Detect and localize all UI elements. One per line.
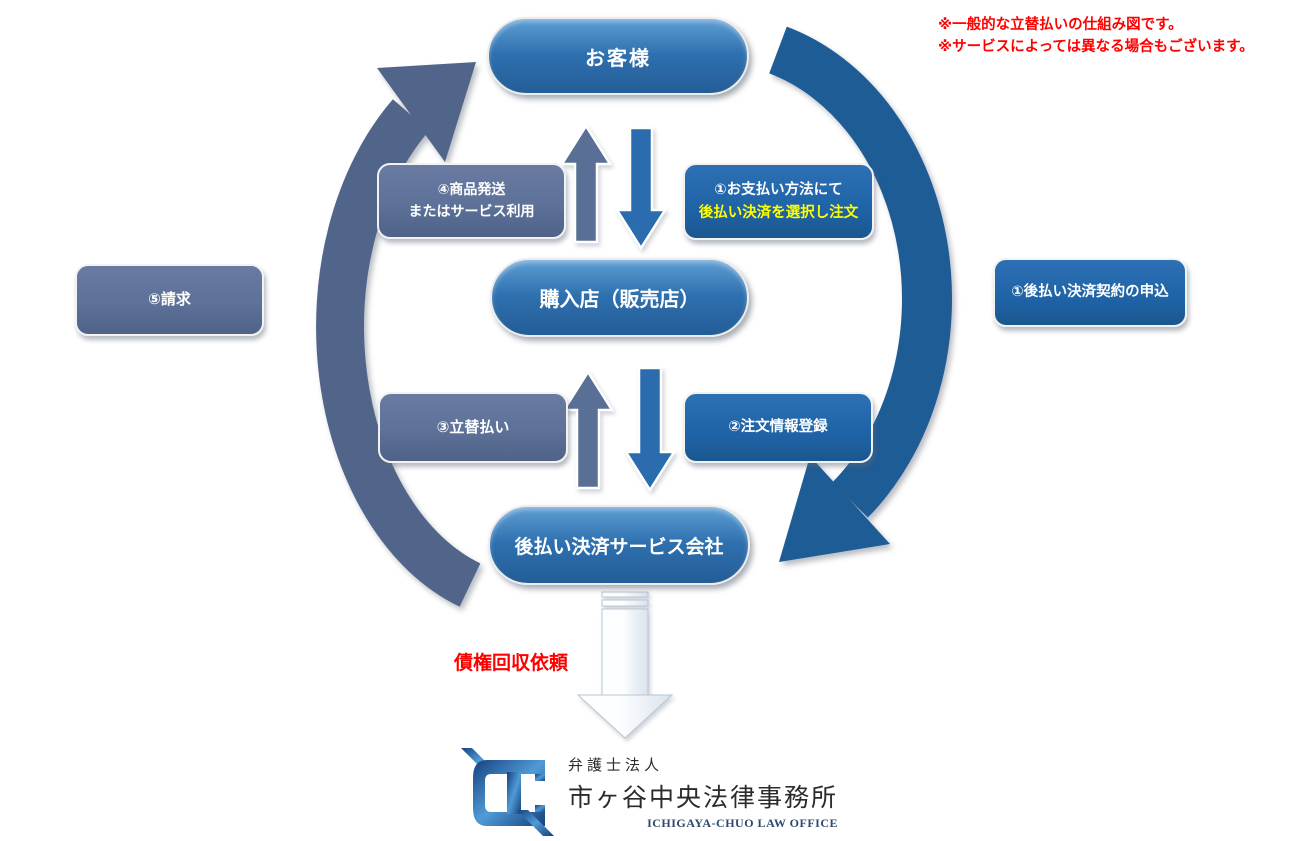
step-1-order-line-1: ①お支払い方法にて: [714, 182, 843, 199]
disclaimer-line-2: ※サービスによっては異なる場合もございます。: [938, 39, 1254, 55]
disclaimer-line-1: ※一般的な立替払いの仕組み図です。: [938, 17, 1183, 33]
down-arrow-icon: [614, 126, 668, 251]
law-office-logo: 弁護士法人 市ヶ谷中央法律事務所 ICHIGAYA-CHUO LAW OFFIC…: [455, 748, 838, 836]
up-arrow-icon: [561, 369, 615, 490]
logo-office-name-en: ICHIGAYA-CHUO LAW OFFICE: [647, 816, 839, 830]
step-2-register-box: ②注文情報登録: [683, 392, 873, 463]
step-4-shipment-box: ④商品発送 またはサービス利用: [377, 163, 566, 239]
logo-office-name: 市ヶ谷中央法律事務所: [568, 785, 839, 812]
step-4-line-1: ④商品発送: [437, 181, 506, 198]
logo-corp-type: 弁護士法人: [568, 758, 664, 774]
cycle-arrow-right-icon: [768, 26, 952, 562]
step-1-contract-box: ①後払い決済契約の申込: [993, 258, 1187, 327]
step-1-contract-label: ①後払い決済契約の申込: [1011, 284, 1169, 301]
down-arrow-icon: [623, 366, 677, 493]
cycle-arrow-left-icon: [316, 62, 481, 607]
node-customer-label: お客様: [585, 47, 651, 70]
node-bnpl-company: 後払い決済サービス会社: [488, 505, 750, 585]
step-1-order-line-2: 後払い決済を選択し注文: [698, 204, 859, 221]
node-customer: お客様: [487, 17, 749, 95]
step-4-line-2: またはサービス利用: [408, 203, 535, 219]
debt-collection-label: 債権回収依頼: [453, 653, 568, 674]
up-arrow-icon: [559, 123, 613, 244]
step-2-register-label: ②注文情報登録: [728, 419, 828, 436]
node-bnpl-company-label: 後払い決済サービス会社: [514, 536, 724, 558]
step-3-advance-label: ③立替払い: [436, 418, 510, 436]
law-office-logo-icon: [461, 748, 554, 836]
step-5-invoice-label: ⑤請求: [148, 291, 191, 309]
step-1-order-box: ①お支払い方法にて 後払い決済を選択し注文: [683, 163, 874, 240]
law-office-logo-text: 弁護士法人 市ヶ谷中央法律事務所 ICHIGAYA-CHUO LAW OFFIC…: [568, 748, 838, 831]
node-merchant-label: 購入店（販売店）: [539, 289, 700, 311]
step-3-advance-payment-box: ③立替払い: [378, 392, 568, 463]
node-merchant: 購入店（販売店）: [490, 258, 749, 337]
collection-arrow-icon: [576, 591, 674, 739]
step-5-invoice-box: ⑤請求: [75, 264, 264, 336]
disclaimer-note: ※一般的な立替払いの仕組み図です。 ※サービスによっては異なる場合もございます。: [938, 14, 1254, 58]
